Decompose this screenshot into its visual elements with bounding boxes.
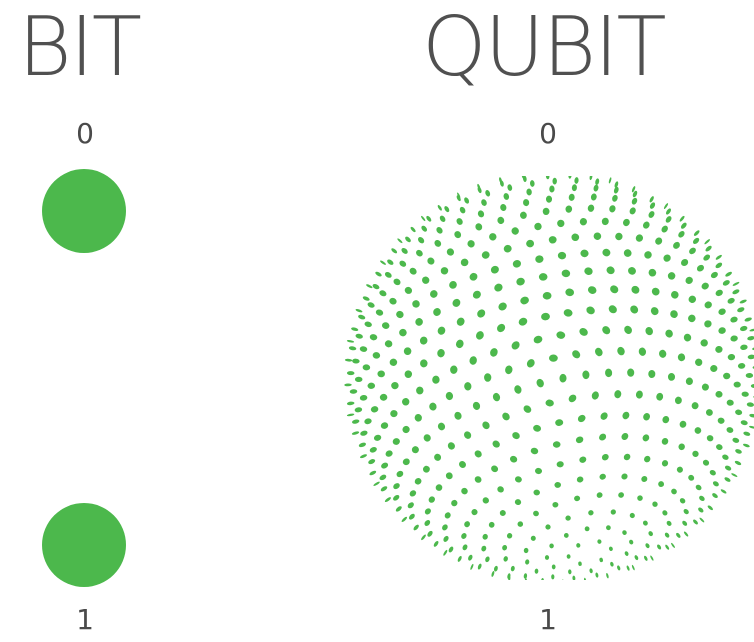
sphere-dots [344, 176, 754, 580]
qubit-bloch-sphere [344, 176, 754, 580]
bit-title: BIT [18, 0, 142, 95]
bit-state-0-dot [42, 169, 126, 253]
bit-state-0-label: 0 [76, 117, 94, 150]
bit-state-1-label: 1 [76, 603, 94, 636]
bit-state-1-dot [42, 503, 126, 587]
qubit-state-1-label: 1 [539, 603, 557, 636]
qubit-title: QUBIT [422, 0, 667, 95]
qubit-state-0-label: 0 [539, 117, 557, 150]
